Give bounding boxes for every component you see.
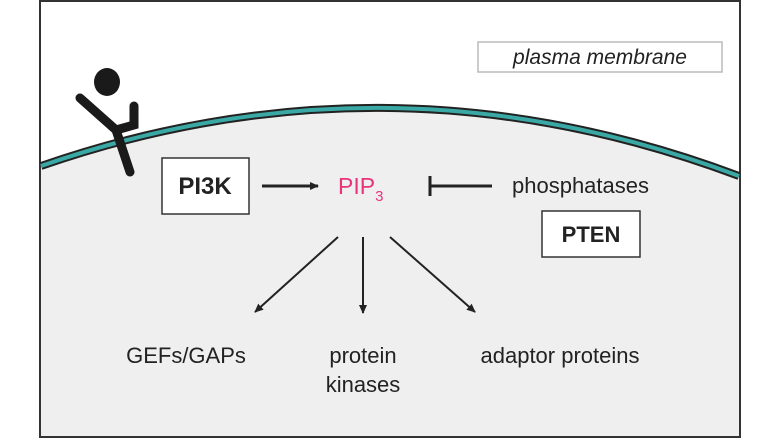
membrane-label: plasma membrane <box>512 46 687 69</box>
target-adaptor-proteins: adaptor proteins <box>481 343 640 368</box>
pip3-main: PIP <box>338 173 375 199</box>
pi3k-label: PI3K <box>178 173 232 200</box>
arrow-to-gefs-gaps <box>254 236 339 313</box>
target-protein-kinases-line1: protein <box>329 343 396 368</box>
pip3-label: PIP3 <box>338 173 383 205</box>
target-protein-kinases-line2: kinases <box>326 372 401 397</box>
target-gefs-gaps: GEFs/GAPs <box>126 343 246 368</box>
pi3k-box <box>161 157 250 215</box>
plasma-membrane-teal <box>40 105 740 178</box>
phosphatases-label: phosphatases <box>512 173 649 198</box>
receptor-icon <box>75 68 139 177</box>
pten-label: PTEN <box>562 222 621 247</box>
pten-box <box>541 210 641 258</box>
pip3-subscript: 3 <box>375 188 383 205</box>
arrow-to-adaptor-proteins <box>389 236 476 313</box>
membrane-label-box <box>477 41 723 73</box>
